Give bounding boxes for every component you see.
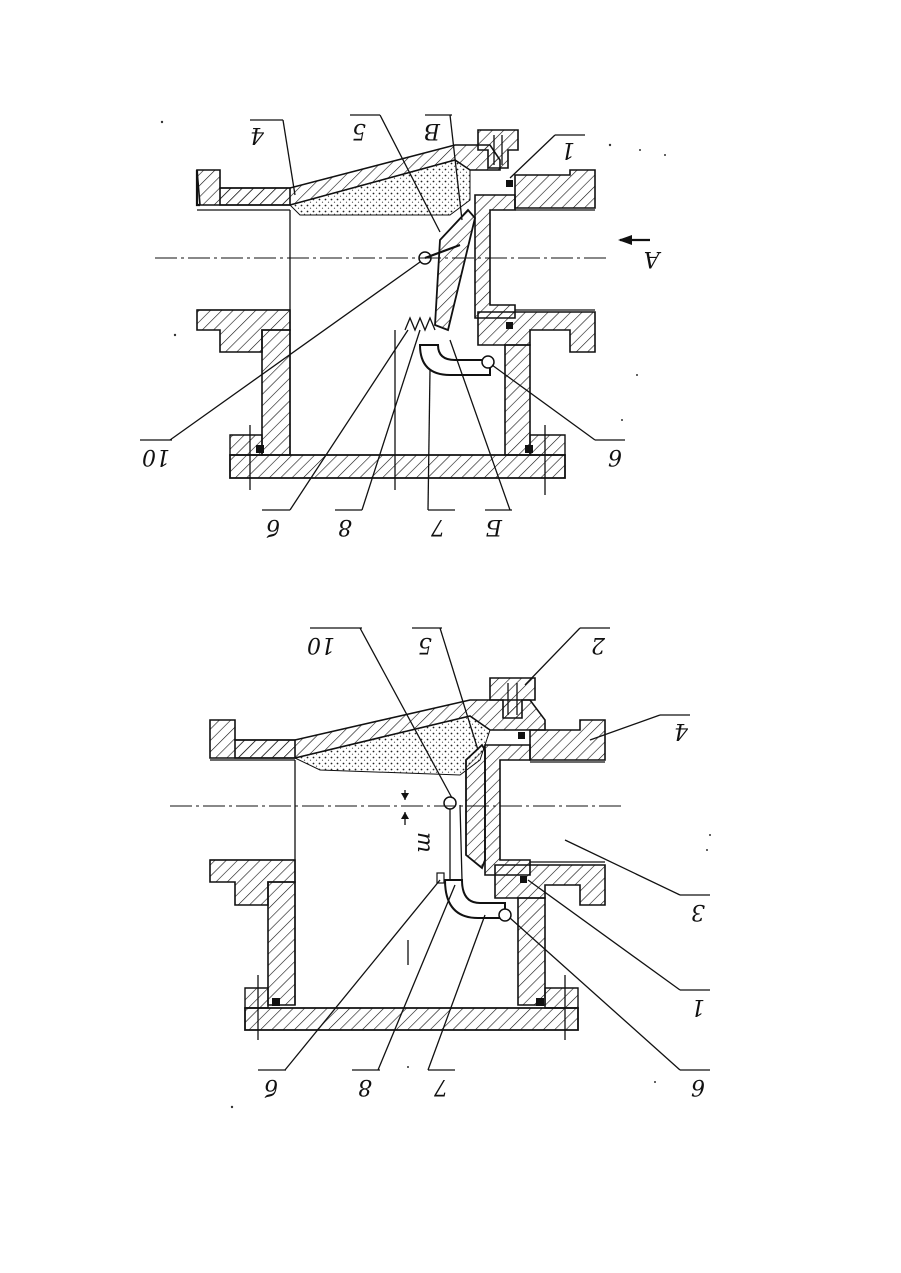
- top-label-7: 7: [431, 514, 445, 539]
- bottom-label-2: 2: [591, 632, 606, 657]
- top-label-b: Б: [486, 514, 503, 539]
- bottom-label-6: 6: [691, 1074, 705, 1099]
- bottom-label-1: 1: [691, 994, 705, 1019]
- top-label-v: В: [424, 118, 441, 143]
- bottom-label-7: 7: [434, 1074, 448, 1099]
- top-left-wall: [262, 330, 290, 455]
- top-label-4: 4: [250, 122, 265, 147]
- bottom-label-10: 10: [307, 632, 335, 657]
- bottom-label-8: 8: [358, 1074, 372, 1099]
- bottom-label-5: 5: [418, 632, 432, 657]
- top-seat-ring: [475, 195, 515, 318]
- top-pivot-6: [482, 356, 494, 368]
- top-label-10: 10: [142, 444, 170, 469]
- bottom-pivot-10: [444, 797, 456, 809]
- top-label-a: А: [643, 246, 662, 271]
- bottom-pivot-6: [499, 909, 511, 921]
- bottom-label-b-small: б: [264, 1074, 278, 1099]
- top-cover-plate: [230, 455, 565, 478]
- bottom-cover-plate: [245, 1008, 578, 1030]
- top-right-flange: [515, 170, 595, 208]
- top-label-6: 6: [608, 444, 622, 469]
- bottom-left-wall: [268, 882, 295, 1005]
- top-valve-figure: 4 5 В 1 А 10 б 8 7 Б 6: [140, 115, 662, 539]
- top-right-wall: [505, 345, 530, 455]
- top-label-b-small: б: [266, 514, 280, 539]
- scan-specks: [161, 121, 711, 1108]
- top-spring: [405, 318, 435, 330]
- bottom-label-4: 4: [674, 718, 689, 743]
- bottom-valve-figure: 10 5 2 4 3 1 6 7 8 б m: [170, 628, 710, 1099]
- top-label-1: 1: [561, 137, 575, 162]
- top-disc: [435, 210, 475, 330]
- top-label-8: 8: [338, 514, 352, 539]
- bottom-label-3: 3: [691, 899, 705, 924]
- top-label-5: 5: [352, 118, 366, 143]
- bottom-seat-ring: [485, 745, 530, 875]
- bottom-label-m: m: [412, 832, 437, 853]
- bottom-right-wall: [518, 898, 545, 1005]
